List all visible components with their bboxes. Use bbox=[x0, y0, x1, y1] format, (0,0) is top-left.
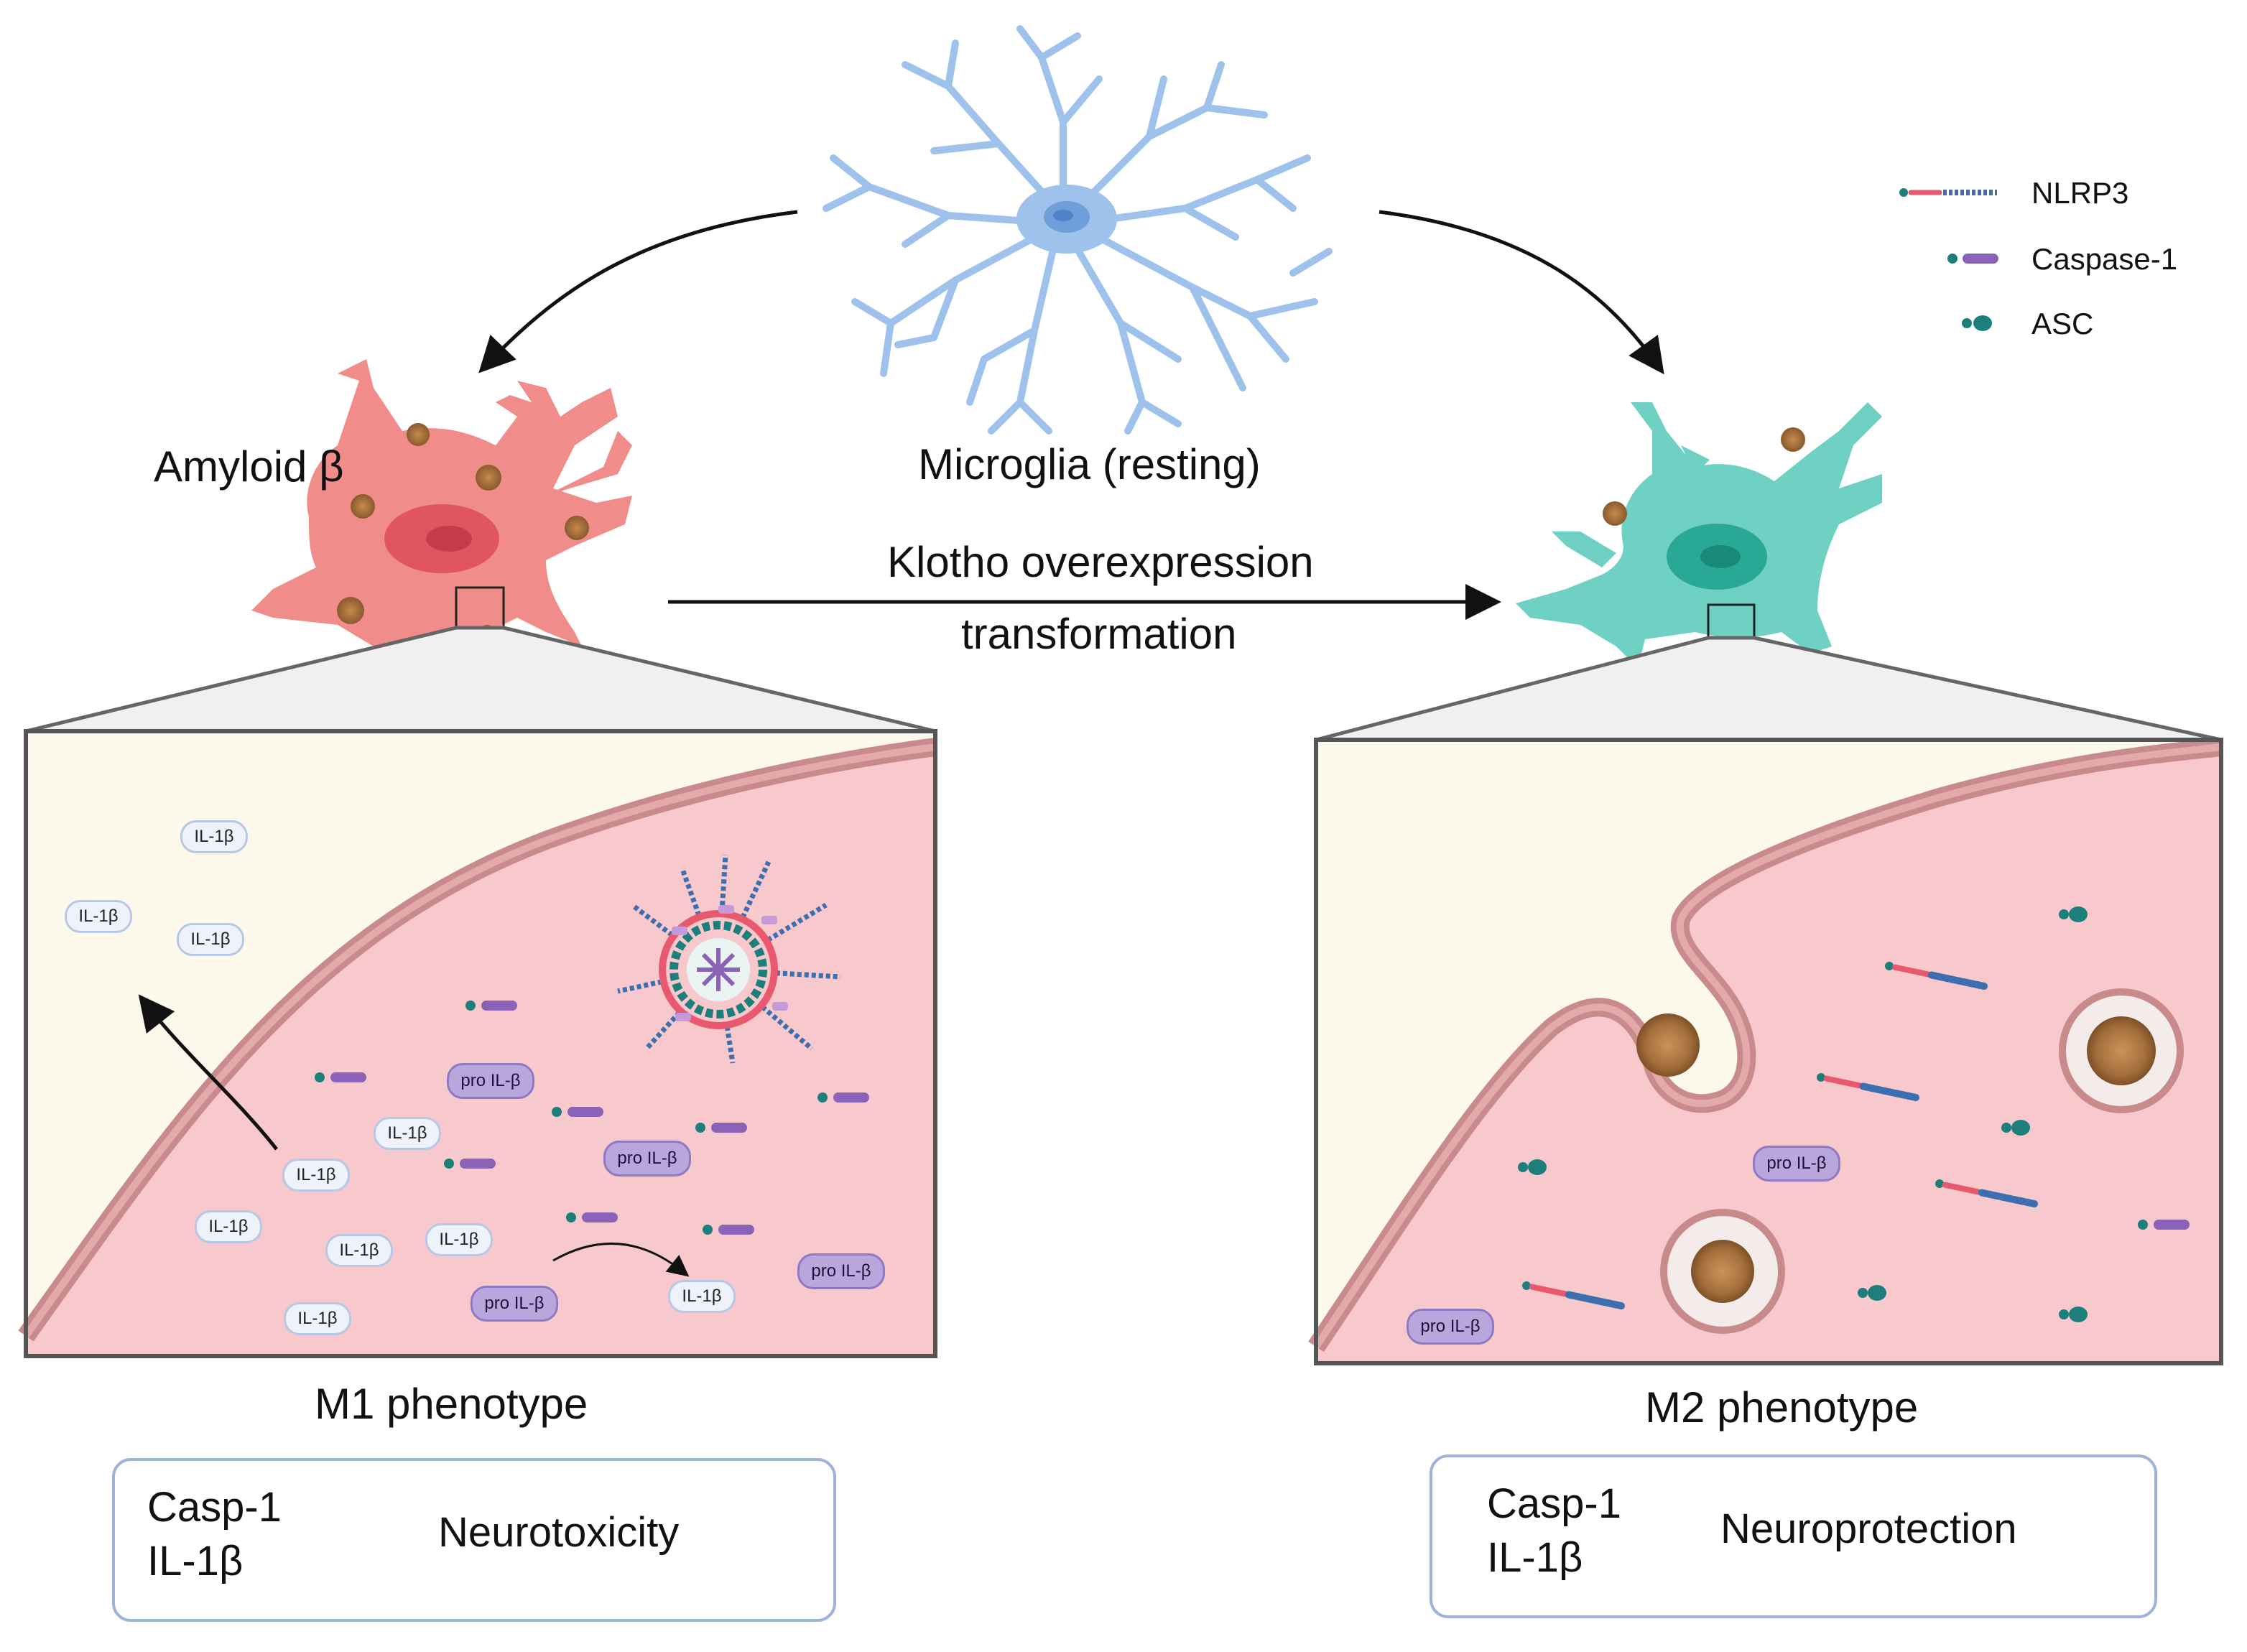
m1-zoom-connector bbox=[25, 626, 936, 733]
asc-icon bbox=[1962, 315, 1992, 331]
resting-microglia-label: Microglia (resting) bbox=[918, 440, 1261, 488]
m2-il1b-label: IL-1β bbox=[1487, 1534, 1583, 1581]
il1b-pill: IL-1β bbox=[177, 923, 244, 956]
pro-il-pill: pro IL-β bbox=[1753, 1146, 1840, 1182]
amyloid-beta-label: Amyloid β bbox=[154, 442, 344, 491]
legend-asc-label: ASC bbox=[2031, 307, 2094, 340]
m1-neurotoxicity-label: Neurotoxicity bbox=[438, 1509, 680, 1556]
arrow-to-m2 bbox=[1379, 210, 1664, 375]
m2-summary-box bbox=[1430, 1454, 2157, 1618]
m2-zoom-connector bbox=[1315, 636, 2222, 742]
nlrp3-molecules-m2 bbox=[1522, 962, 2039, 1310]
m1-summary-box bbox=[112, 1458, 836, 1622]
pro-il-pill: pro IL-β bbox=[1407, 1309, 1494, 1345]
m1-casp1-label: Casp-1 bbox=[147, 1484, 282, 1531]
phagosome-1 bbox=[2059, 988, 2184, 1113]
engulfed-amyloid bbox=[1636, 1013, 1700, 1077]
m1-phenotype-title: M1 phenotype bbox=[315, 1380, 588, 1428]
il1b-pill: IL-1β bbox=[195, 1210, 262, 1243]
il1b-pill: IL-1β bbox=[668, 1280, 736, 1313]
inflammasome-complex bbox=[617, 854, 841, 1064]
il1b-pill: IL-1β bbox=[282, 1159, 350, 1192]
secretion-arrow bbox=[138, 994, 278, 1151]
pro-il-pill: pro IL-β bbox=[797, 1253, 885, 1289]
resting-microglia bbox=[823, 25, 1333, 435]
pro-il-pill: pro IL-β bbox=[447, 1063, 534, 1099]
m2-phenotype-title: M2 phenotype bbox=[1645, 1383, 1919, 1431]
legend-caspase1-label: Caspase-1 bbox=[2031, 242, 2178, 276]
il1b-pill: IL-1β bbox=[325, 1234, 393, 1267]
il1b-pill: IL-1β bbox=[180, 820, 248, 853]
caspase1-molecules-m1 bbox=[315, 1001, 869, 1235]
legend-nlrp3-label: NLRP3 bbox=[2031, 176, 2129, 210]
m2-neuroprotection-label: Neuroprotection bbox=[1720, 1505, 2017, 1552]
il1b-pill: IL-1β bbox=[284, 1302, 351, 1335]
arrow-to-m1 bbox=[478, 210, 798, 373]
caspase1-icon bbox=[1947, 254, 1998, 264]
nlrp3-icon bbox=[1899, 188, 1997, 197]
m1-il1b-label: IL-1β bbox=[147, 1538, 244, 1584]
il1b-pill: IL-1β bbox=[374, 1117, 441, 1150]
cleavage-arrow bbox=[552, 1242, 690, 1277]
m2-casp1-label: Casp-1 bbox=[1487, 1480, 1621, 1527]
pro-il-pill: pro IL-β bbox=[603, 1141, 691, 1177]
transformation-label: transformation bbox=[961, 610, 1237, 658]
phagosome-2 bbox=[1660, 1209, 1785, 1334]
il1b-pill: IL-1β bbox=[425, 1223, 493, 1256]
pro-il-pill: pro IL-β bbox=[471, 1286, 558, 1322]
il1b-pill: IL-1β bbox=[65, 900, 132, 933]
amyloid-particles-m2 bbox=[1603, 427, 1805, 526]
klotho-label: Klotho overexpression bbox=[887, 538, 1314, 586]
caspase1-molecule-m2 bbox=[2138, 1220, 2190, 1230]
asc-molecules-m2 bbox=[1518, 906, 2088, 1322]
